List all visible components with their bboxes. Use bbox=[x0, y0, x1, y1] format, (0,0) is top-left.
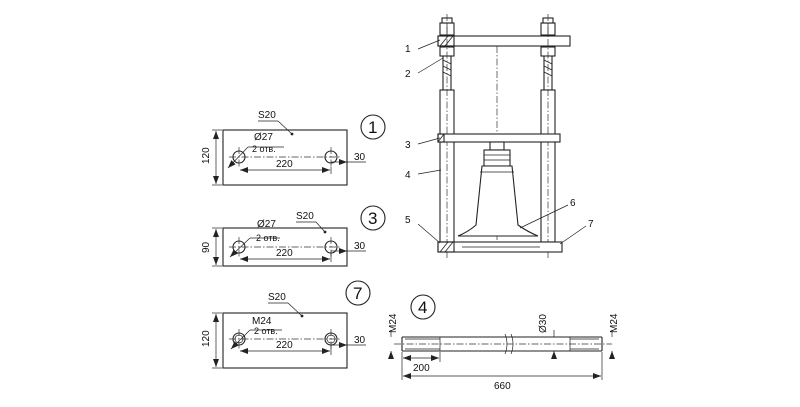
assembly-label-6: 6 bbox=[570, 198, 576, 209]
part-1-thickness: S20 bbox=[258, 110, 276, 121]
part-4-thread-left: M24 bbox=[388, 313, 399, 333]
assembly-label-2: 2 bbox=[405, 69, 411, 80]
part-1-callout-circle bbox=[360, 114, 386, 140]
part-7-hole-spacing: 220 bbox=[276, 340, 293, 351]
part-3-hole-diameter: Ø27 bbox=[257, 219, 276, 230]
part-7-callout-circle bbox=[345, 280, 371, 306]
part-4-diameter: Ø30 bbox=[538, 314, 549, 333]
part-7-number: 7 bbox=[353, 284, 362, 303]
part-3-thickness: S20 bbox=[296, 211, 314, 222]
part-1-height-dim: 120 bbox=[201, 147, 212, 164]
part-4-number: 4 bbox=[418, 298, 427, 317]
assembly-label-1: 1 bbox=[405, 44, 411, 55]
part-3-height-dim: 90 bbox=[201, 241, 212, 253]
assembly-label-5: 5 bbox=[405, 215, 411, 226]
part-4-thread-right: M24 bbox=[609, 313, 620, 333]
part-3-number: 3 bbox=[368, 209, 377, 228]
part-4-thread-length: 200 bbox=[413, 363, 430, 374]
assembly-label-7: 7 bbox=[588, 219, 594, 230]
part-1-number: 1 bbox=[368, 118, 377, 137]
part-1-edge-offset: 30 bbox=[354, 152, 366, 163]
part-3-callout-circle bbox=[360, 205, 386, 231]
part-4-rod bbox=[388, 330, 615, 380]
part-7-thread: M24 bbox=[252, 316, 272, 327]
part-7-plate bbox=[212, 302, 366, 369]
part-7-hole-count: 2 отв. bbox=[254, 326, 278, 336]
part-7-thickness: S20 bbox=[268, 292, 286, 303]
part-3-hole-count: 2 отв. bbox=[256, 233, 280, 243]
part-1-hole-diameter: Ø27 bbox=[254, 132, 273, 143]
part-1-hole-spacing: 220 bbox=[276, 159, 293, 170]
part-7-height-dim: 120 bbox=[201, 330, 212, 347]
part-3-plate bbox=[212, 221, 366, 267]
part-3-edge-offset: 30 bbox=[354, 241, 366, 252]
part-7-edge-offset: 30 bbox=[354, 335, 366, 346]
part-4-callout-circle bbox=[410, 294, 436, 320]
part-1-hole-count: 2 отв. bbox=[252, 144, 276, 154]
part-1-plate bbox=[212, 120, 366, 186]
assembly-label-4: 4 bbox=[405, 170, 411, 181]
assembly-label-3: 3 bbox=[405, 140, 411, 151]
press-assembly bbox=[417, 14, 587, 258]
part-4-total-length: 660 bbox=[494, 381, 511, 392]
part-3-hole-spacing: 220 bbox=[276, 248, 293, 259]
